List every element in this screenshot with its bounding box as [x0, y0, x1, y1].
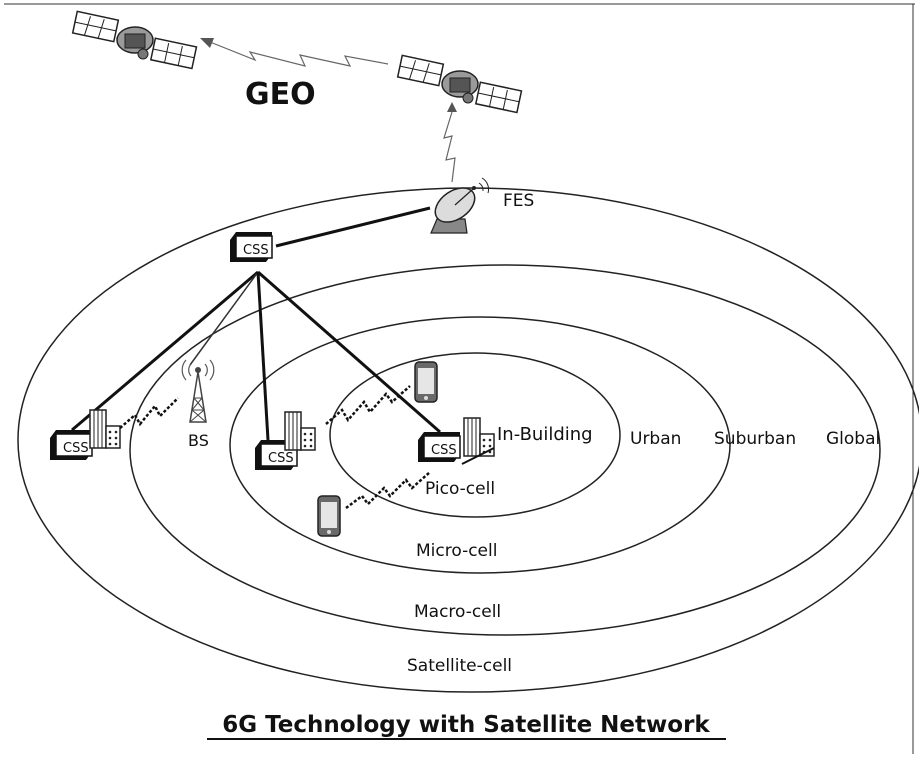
satellite-cell-ring	[17, 187, 919, 693]
fes-label: FES	[503, 191, 534, 211]
css-link-bs	[189, 271, 259, 366]
uplink-arrow-icon	[447, 102, 457, 112]
phone-bottom-icon	[317, 495, 341, 537]
inter-satellite-link	[209, 41, 389, 67]
pico-cell-ring	[329, 352, 621, 518]
macro-cell-ring	[129, 264, 881, 636]
macro-cell-label: Macro-cell	[414, 602, 501, 622]
uplink-link	[443, 111, 456, 183]
css-fes-link	[275, 206, 431, 248]
bs-tower-icon	[181, 359, 215, 423]
satellite-dish-icon	[430, 177, 490, 234]
satellite-left-icon	[71, 10, 198, 70]
wireless-link-left	[119, 397, 179, 429]
link-arrow-icon	[200, 38, 214, 48]
building-micro-icon	[284, 411, 316, 451]
building-left-icon	[89, 409, 121, 449]
css-link-pico	[257, 270, 441, 434]
global-label: Global	[826, 429, 880, 449]
in-building-label: In-Building	[497, 424, 593, 445]
pico-cell-label: Pico-cell	[425, 479, 495, 499]
css-label-left: CSS	[63, 441, 89, 456]
css-link-global	[71, 270, 259, 432]
micro-cell-label: Micro-cell	[416, 541, 497, 561]
geo-label: GEO	[245, 77, 316, 112]
phone-top-icon	[414, 361, 438, 403]
diagram-caption: 6G Technology with Satellite Network	[222, 712, 710, 738]
micro-cell-ring	[229, 316, 731, 574]
satellite-cell-label: Satellite-cell	[407, 656, 512, 676]
pico-local-link	[461, 447, 495, 465]
wireless-link-phone	[345, 471, 431, 509]
css-label-pico: CSS	[431, 443, 457, 458]
bs-label: BS	[188, 431, 209, 450]
css-label-top: CSS	[243, 243, 269, 258]
wireless-link-micro	[325, 385, 411, 425]
css-link-micro	[256, 271, 270, 441]
satellite-geo-icon	[396, 54, 523, 114]
suburban-label: Suburban	[714, 429, 796, 449]
css-label-micro: CSS	[268, 451, 294, 466]
urban-label: Urban	[630, 429, 681, 449]
